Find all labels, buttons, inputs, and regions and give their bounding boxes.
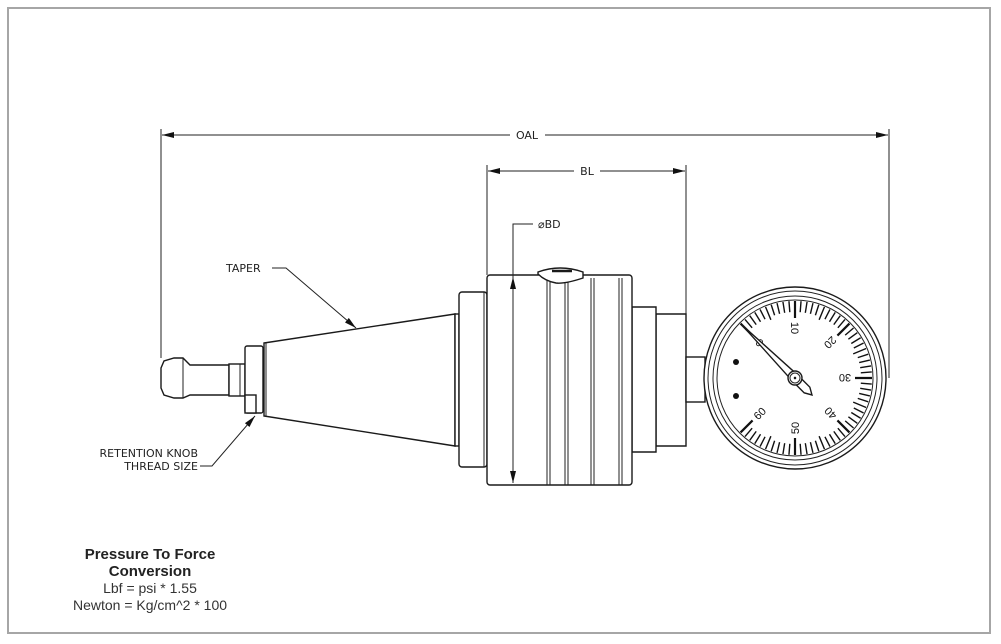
gauge-tick <box>828 311 836 323</box>
gauge-tick <box>833 430 841 441</box>
gauge-tick <box>859 392 871 397</box>
gauge-tick <box>818 435 826 450</box>
gauge-tick <box>764 435 772 450</box>
gauge-tick <box>857 397 869 403</box>
gauge-tick <box>809 302 814 314</box>
retention-knob <box>160 357 246 399</box>
gauge-tick <box>837 318 846 329</box>
gauge-tick <box>788 443 791 455</box>
gauge-tick <box>852 401 867 409</box>
gauge-label-10: 10 <box>788 322 800 334</box>
bl-label: BL <box>580 165 595 178</box>
note-title-line1: Pressure To Force <box>84 546 216 563</box>
gauge-label-30: 30 <box>839 371 851 383</box>
gauge-tick <box>764 306 772 321</box>
gauge-tick <box>847 416 858 424</box>
gauge-tick <box>853 407 864 414</box>
gauge-tick <box>814 440 820 452</box>
gauge-screw <box>733 359 739 365</box>
conversion-note: Pressure To Force Conversion Lbf = psi *… <box>40 546 260 614</box>
gauge-tick <box>860 382 872 385</box>
gauge-tick <box>804 301 808 313</box>
gauge-tick <box>824 436 831 447</box>
gauge-tick <box>847 332 858 340</box>
gauge-tick <box>759 309 766 320</box>
gauge-label-50: 50 <box>790 422 802 434</box>
gauge-tick <box>836 419 851 434</box>
gauge-tick <box>804 443 808 455</box>
gauge-tick <box>860 365 872 369</box>
taper-shank <box>244 313 460 447</box>
gauge-tick <box>844 327 855 336</box>
pressure-gauge: 0 10 20 30 40 50 60 <box>703 286 887 470</box>
bd-dimension: ⌀BD <box>510 218 561 483</box>
gauge-tick <box>818 306 826 321</box>
taper-label: TAPER <box>225 262 261 275</box>
gauge-tick <box>853 342 864 349</box>
gauge-tick <box>850 411 862 419</box>
gauge-tick <box>844 420 855 429</box>
note-formula-lbf: Lbf = psi * 1.55 <box>103 580 197 596</box>
gauge-tick <box>857 353 869 359</box>
gauge-tick <box>770 304 776 316</box>
gauge-tick <box>833 315 841 326</box>
gauge-tick <box>799 443 802 455</box>
gauge-tick <box>754 433 762 445</box>
gauge-tick <box>744 427 753 438</box>
gauge-tick <box>828 433 836 445</box>
note-formula-newton: Newton = Kg/cm^2 * 100 <box>72 597 228 613</box>
bl-dimension: BL <box>486 165 687 314</box>
retention-knob-callout: RETENTION KNOB THREAD SIZE <box>100 415 256 473</box>
retention-label-line1: RETENTION KNOB <box>100 447 198 460</box>
gauge-tick <box>850 337 862 345</box>
gauge-tick <box>860 387 872 391</box>
gauge-tick <box>836 322 851 337</box>
bd-label: ⌀BD <box>538 218 561 231</box>
gauge-tick <box>744 318 753 329</box>
gauge-tick <box>776 302 781 314</box>
gauge-tick <box>814 304 820 316</box>
gauge-tick <box>749 315 757 326</box>
gauge-tick <box>788 301 791 313</box>
gauge-tick <box>824 309 831 320</box>
gauge-tick <box>754 311 762 323</box>
oal-label: OAL <box>516 129 539 142</box>
gauge-tick <box>776 442 781 454</box>
holder-body <box>458 267 706 486</box>
gauge-ticks <box>739 301 872 455</box>
gauge-tick <box>809 442 814 454</box>
gauge-tick <box>799 301 802 313</box>
taper-callout: TAPER <box>225 262 357 329</box>
retention-label-line2: THREAD SIZE <box>123 460 198 473</box>
gauge-tick <box>837 427 846 438</box>
note-title-line2: Conversion <box>108 563 192 580</box>
gauge-tick <box>852 347 867 355</box>
gauge-tick <box>749 430 757 441</box>
gauge-tick <box>739 419 754 434</box>
gauge-needle <box>741 324 813 396</box>
gauge-tick <box>782 301 786 313</box>
gauge-tick <box>859 359 871 364</box>
drawing-frame <box>7 7 991 634</box>
gauge-tick <box>770 440 776 452</box>
gauge-tick <box>860 371 872 374</box>
gauge-screw <box>733 393 739 399</box>
oal-dimension: OAL <box>160 129 890 378</box>
gauge-tick <box>759 436 766 447</box>
gauge-tick <box>782 443 786 455</box>
